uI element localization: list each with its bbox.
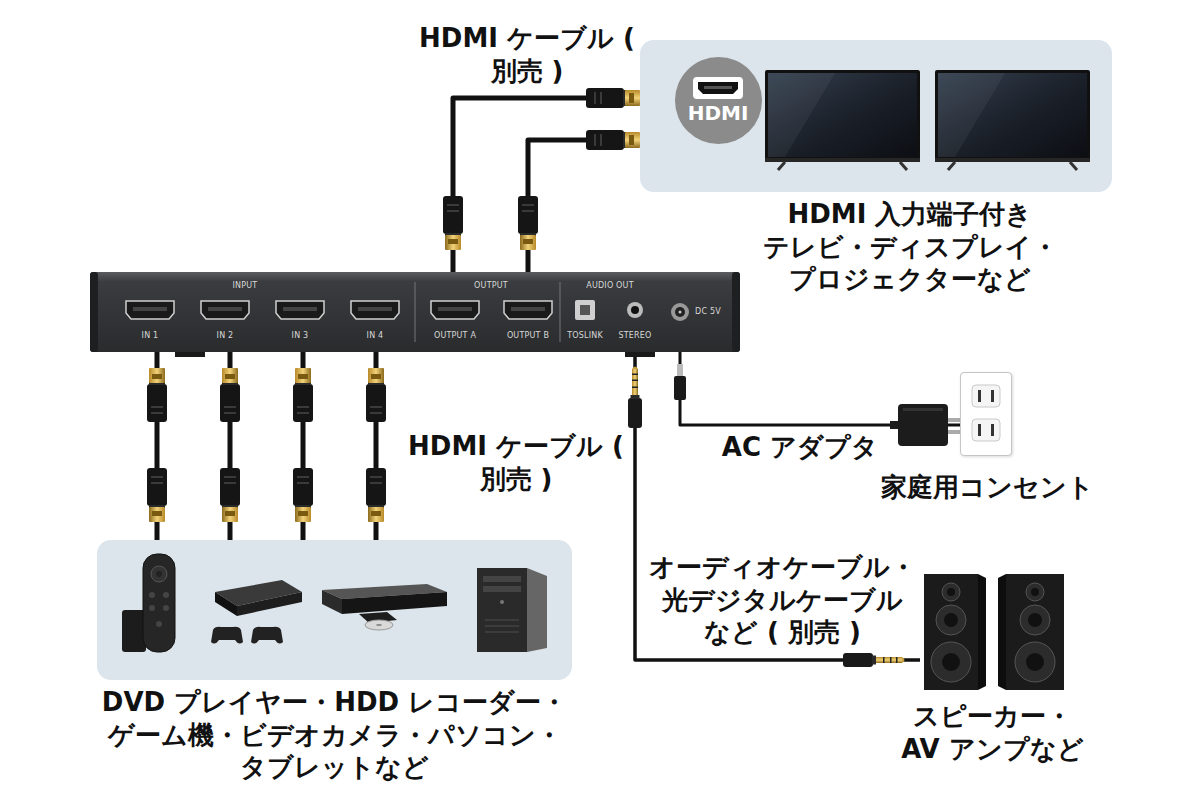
badge-label: HDMI [688,103,749,123]
hdmi-switch: INPUT IN 1 IN 2 IN 3 IN 4 OUTPUT OUTPUT A OUTPU… [90,272,740,352]
text-slot: HDMI ケーブル ( 別売 ) [413,22,641,87]
hdmi-port-icon [676,57,760,141]
text-slot: OUTPUT A [434,332,476,340]
hdmi-cable [528,140,640,272]
text-slot: 家庭用コンセント [866,471,1108,504]
source-devices-illustration [97,540,572,680]
text-slot: IN 2 [217,332,234,340]
dc-plug [674,364,686,400]
ac-adapter [890,404,962,446]
port-label: TOSLINK [567,332,603,340]
text-slot: スピーカー・ AV アンプなど [895,700,1090,765]
cable-label: HDMI ケーブル ( 別売 ) [402,430,630,495]
caption-text: DVD プレイヤー・HDD レコーダー・ ゲーム機・ビデオカメラ・パソコン・ タ… [87,686,582,784]
port-label: IN 3 [292,332,309,340]
port-label: INPUT [233,282,258,290]
text-slot: AC アダプタ [710,431,890,464]
hdmi-badge: HDMI [675,57,762,144]
text-slot: TOSLINK [567,332,603,340]
text-slot: HDMI ケーブル ( 別売 ) [402,430,630,495]
wall-outlet: 家庭用コンセント [960,372,1012,456]
text-slot: IN 1 [142,332,159,340]
text-slot: HDMI [688,103,749,124]
port-label: IN 4 [367,332,384,340]
port-label: OUTPUT A [434,332,476,340]
audio-cable [635,352,920,660]
text-slot: DVD プレイヤー・HDD レコーダー・ ゲーム機・ビデオカメラ・パソコン・ タ… [87,686,582,784]
port-label: STEREO [618,332,651,340]
speaker-group: スピーカー・ AV アンプなど [920,572,1070,692]
disc-player [322,584,447,630]
display-panel: HDMI 入力端子付き テレビ・ディスプレイ・ プロジェクターなど HDMI [640,40,1112,192]
text-slot: DC 5V [695,308,721,316]
game-console [211,580,302,644]
text-slot: STEREO [618,332,651,340]
port-label: IN 2 [217,332,234,340]
cable-label: HDMI ケーブル ( 別売 ) [413,22,641,87]
speaker-illustration [920,572,1070,692]
pc-tower [477,568,547,652]
hdmi-cable [453,98,640,272]
port-label: DC 5V [695,308,721,316]
text-slot: HDMI 入力端子付き テレビ・ディスプレイ・ プロジェクターなど [760,198,1060,296]
cable-label: オーディオケーブル・ 光デジタルケーブル など ( 別売 ) [645,551,920,649]
text-slot: OUTPUT B [507,332,549,340]
text-slot: INPUT [233,282,258,290]
text-slot: オーディオケーブル・ 光デジタルケーブル など ( 別売 ) [645,551,920,649]
text-slot: IN 3 [292,332,309,340]
port-label: IN 1 [142,332,159,340]
switch-illustration [90,272,740,358]
cable-label: AC アダプタ [710,431,890,464]
text-slot: AUDIO OUT [586,282,634,290]
source-panel: DVD プレイヤー・HDD レコーダー・ ゲーム機・ビデオカメラ・パソコン・ タ… [97,540,572,680]
streaming-stick [122,554,175,652]
text-slot: IN 4 [367,332,384,340]
text-slot: OUTPUT [474,282,508,290]
port-label: OUTPUT [474,282,508,290]
port-label: OUTPUT B [507,332,549,340]
port-label: AUDIO OUT [586,282,634,290]
outlet-sockets [960,372,1012,456]
caption-text: 家庭用コンセント [866,471,1108,504]
caption-text: スピーカー・ AV アンプなど [895,700,1090,765]
caption-text: HDMI 入力端子付き テレビ・ディスプレイ・ プロジェクターなど [760,198,1060,296]
